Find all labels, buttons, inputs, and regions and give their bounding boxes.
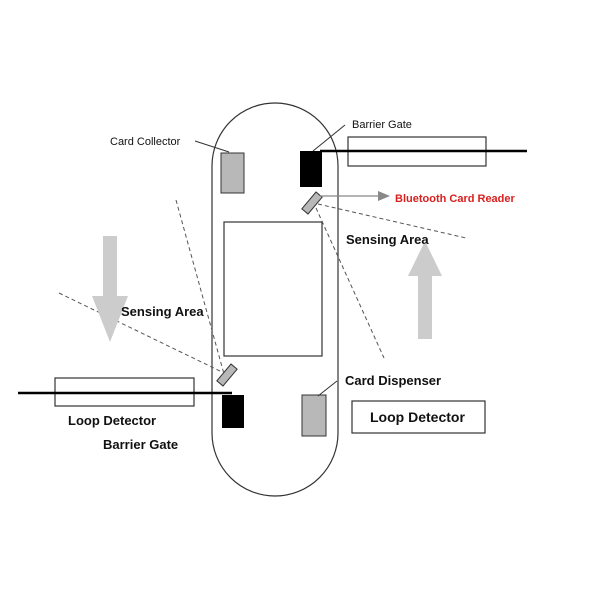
sensing-line-top-2 — [315, 207, 385, 359]
card-dispenser-device — [301, 394, 327, 437]
barrier-gate-top-device — [300, 151, 322, 187]
arrow-down-icon — [92, 236, 128, 342]
label-card-dispenser: Card Dispenser — [345, 373, 441, 388]
loop-detector-box — [351, 400, 486, 434]
sensing-line-bottom-2 — [58, 292, 223, 373]
bluetooth-reader-bottom — [216, 363, 238, 387]
reader-pointer-head — [378, 191, 390, 201]
leader-barrier-gate-top — [312, 124, 346, 152]
bluetooth-reader-top — [301, 191, 323, 215]
sensing-line-top-1 — [317, 203, 467, 239]
leader-card-dispenser — [317, 380, 338, 397]
lane-island — [211, 102, 339, 497]
barrier-gate-bottom-device — [222, 395, 244, 428]
label-loop-detector-right: Loop Detector — [370, 409, 465, 425]
label-card-collector: Card Collector — [110, 136, 181, 148]
label-barrier-gate-bottom: Barrier Gate — [103, 437, 178, 452]
label-loop-detector-left: Loop Detector — [68, 413, 156, 428]
label-bluetooth-card-reader: Bluetooth Card Reader — [395, 193, 516, 205]
card-collector-device — [220, 152, 245, 194]
label-sensing-area-right: Sensing Area — [346, 232, 429, 247]
sensing-line-bottom-1 — [175, 199, 225, 375]
leader-card-collector — [194, 140, 230, 153]
label-barrier-gate-top: Barrier Gate — [352, 119, 412, 131]
arrow-up-icon — [408, 241, 442, 339]
label-sensing-area-left: Sensing Area — [121, 304, 204, 319]
vehicle-box — [223, 221, 323, 357]
